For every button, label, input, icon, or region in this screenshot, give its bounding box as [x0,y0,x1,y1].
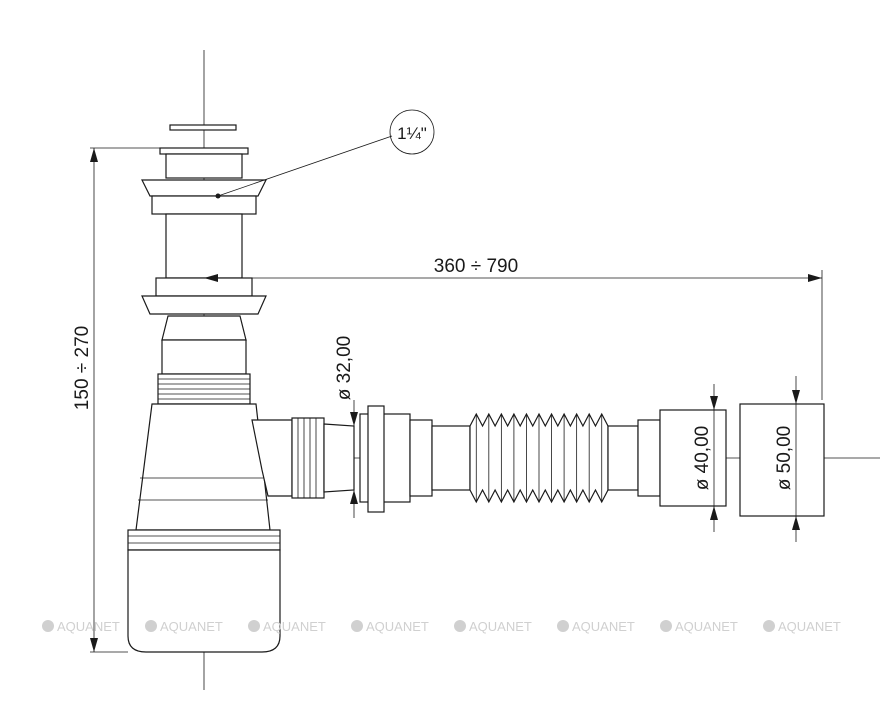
watermark-text: AQUANET [778,619,841,634]
height-dimension: 150 ÷ 270 [72,147,160,653]
outlet-large-diameter-label: ø 50,00 [774,426,795,490]
watermark-text: AQUANET [469,619,532,634]
watermark-text: AQUANET [366,619,429,634]
horizontal-thread [297,418,317,498]
watermark-text: AQUANET [160,619,223,634]
corrugated-hose [469,412,609,504]
watermark-text: AQUANET [675,619,738,634]
height-dimension-label: 150 ÷ 270 [72,326,93,410]
thread-size-label: 1¼" [397,124,427,143]
watermark-row: AQUANET AQUANET AQUANET AQUANET AQUANET AQUAN… [42,619,841,634]
end-fittings [607,403,825,517]
length-dimension-label: 360 ÷ 790 [434,256,518,277]
outlet-small-diameter-dimension: ø 40,00 [692,384,718,532]
inlet-diameter-dimension: ø 32,00 [334,336,358,518]
watermark-logo-icon [42,620,54,632]
watermark-text: AQUANET [57,619,120,634]
watermark-logo-icon [145,620,157,632]
vertical-thread [158,378,250,400]
inlet-diameter-label: ø 32,00 [334,336,355,400]
center-lines [203,50,880,690]
thread-callout: 1¼" [215,109,435,199]
watermark-logo-icon [557,620,569,632]
outlet-small-diameter-label: ø 40,00 [692,426,713,490]
watermark-logo-icon [660,620,672,632]
watermark-logo-icon [454,620,466,632]
outlet-connector [291,405,471,513]
watermark-logo-icon [763,620,775,632]
siphon-body [127,124,293,653]
watermark-text: AQUANET [263,619,326,634]
watermark-logo-icon [351,620,363,632]
outlet-large-diameter-dimension: ø 50,00 [774,376,800,542]
watermark-text: AQUANET [572,619,635,634]
watermark-logo-icon [248,620,260,632]
length-dimension: 360 ÷ 790 [204,256,823,400]
